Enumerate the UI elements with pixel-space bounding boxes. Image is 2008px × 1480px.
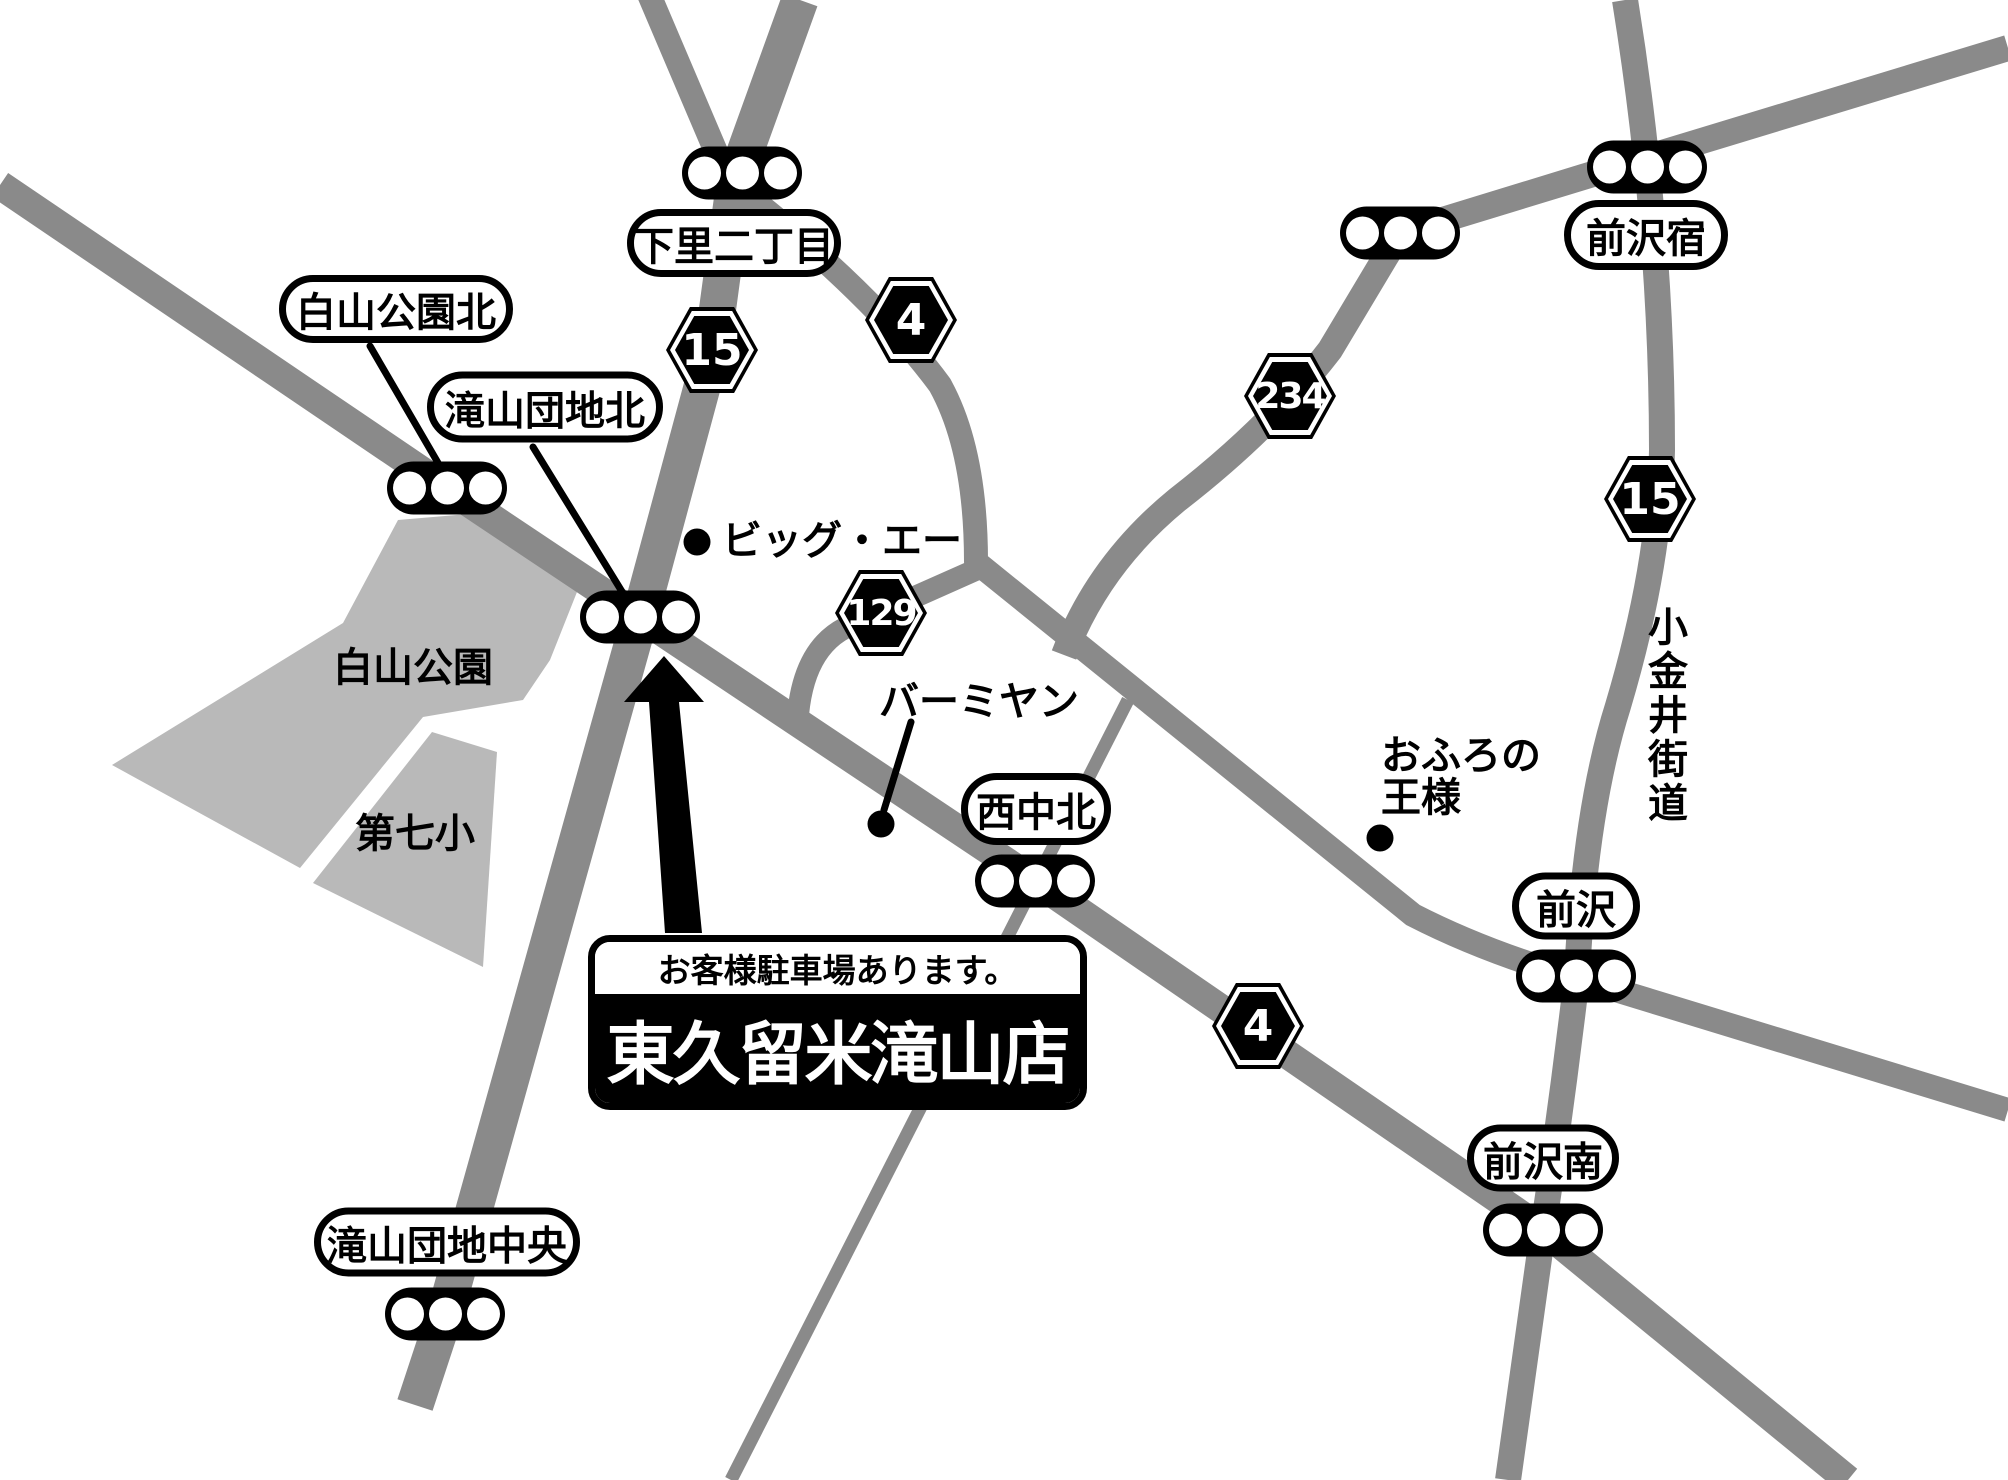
signal-lamp	[1421, 216, 1455, 250]
signal-lamp	[661, 600, 695, 634]
traffic-signal-icon	[387, 461, 507, 515]
area-label: 第七小	[355, 811, 475, 857]
signal-lamp	[763, 156, 797, 190]
signal-lamp	[1018, 864, 1052, 898]
signal-lamp	[1564, 1213, 1598, 1247]
signal-lamp	[1630, 150, 1664, 184]
traffic-signal-icon	[1516, 949, 1636, 1003]
signal-lamp	[392, 471, 426, 505]
traffic-signal-icon	[682, 146, 802, 200]
road-main-diagonal	[0, 172, 1858, 1480]
poi-dot-icon	[867, 810, 895, 838]
leader-line-takiyama-danchi-kita	[529, 443, 633, 607]
signal-lamp	[1488, 1213, 1522, 1247]
intersection-label: 下里二丁目	[627, 209, 841, 277]
signal-lamp	[1559, 959, 1593, 993]
signal-lamp	[1056, 864, 1090, 898]
signal-lamp	[980, 864, 1014, 898]
signal-lamp	[1521, 959, 1555, 993]
signal-lamp	[1668, 150, 1702, 184]
poi-label: バーミヤン	[879, 679, 1079, 725]
signal-lamp	[585, 600, 619, 634]
park-hakusan-koen	[112, 513, 577, 868]
poi-label: ビッグ・エー	[722, 518, 962, 564]
traffic-signal-icon	[975, 854, 1095, 908]
store-sign: お客様駐車場あります。 東久留米滝山店	[588, 935, 1087, 1110]
route-number-badge: 15	[1604, 456, 1696, 542]
road-route234	[1051, 35, 2008, 660]
leader-line-bamiyan	[880, 718, 915, 814]
poi-dot-icon	[683, 528, 711, 556]
route-number: 15	[1619, 473, 1681, 525]
intersection-label: 前沢	[1512, 872, 1640, 940]
intersection-label: 滝山団地北	[427, 371, 663, 443]
traffic-signal-icon	[1483, 1203, 1603, 1257]
route-number-badge: 234	[1244, 353, 1336, 439]
traffic-signal-icon	[1340, 206, 1460, 260]
route-number-badge: 129	[835, 570, 927, 656]
traffic-signal-icon	[580, 590, 700, 644]
park-dainana-elementary	[313, 732, 497, 967]
signal-lamp	[1597, 959, 1631, 993]
route-number: 15	[681, 324, 743, 376]
route-number: 234	[1255, 375, 1326, 417]
poi-dot-icon	[1366, 824, 1394, 852]
area-label: 白山公園	[333, 645, 493, 691]
road-name-koganei-kaido: 小金井街道	[1641, 606, 1687, 826]
route-number-badge: 4	[865, 277, 957, 363]
signal-lamp	[430, 471, 464, 505]
intersection-label: 西中北	[961, 773, 1111, 845]
signal-lamp	[390, 1297, 424, 1331]
route-number: 4	[1242, 1000, 1274, 1052]
signal-lamp	[1526, 1213, 1560, 1247]
signal-lamp	[1592, 150, 1626, 184]
signal-lamp	[1383, 216, 1417, 250]
route-number: 129	[846, 592, 917, 634]
route-number-badge: 15	[666, 307, 758, 393]
signal-lamp	[623, 600, 657, 634]
store-arrow-icon	[624, 656, 704, 933]
intersection-label: 白山公園北	[279, 275, 513, 343]
traffic-signal-icon	[385, 1287, 505, 1341]
signal-lamp	[466, 1297, 500, 1331]
leader-line-hakusan-koen-kita	[366, 342, 445, 472]
signal-lamp	[428, 1297, 462, 1331]
signal-lamp	[1345, 216, 1379, 250]
poi-label: おふろの 王様	[1381, 733, 1541, 821]
signal-lamp	[468, 471, 502, 505]
signal-lamp	[725, 156, 759, 190]
store-name: 東久留米滝山店	[595, 994, 1080, 1103]
route-number-badge: 4	[1212, 983, 1304, 1069]
intersection-label: 前沢南	[1467, 1124, 1619, 1192]
route-number: 4	[895, 294, 927, 346]
traffic-signal-icon	[1587, 140, 1707, 194]
intersection-label: 滝山団地中央	[314, 1207, 580, 1277]
intersection-label: 前沢宿	[1564, 200, 1728, 270]
store-parking-note: お客様駐車場あります。	[595, 942, 1080, 994]
signal-lamp	[687, 156, 721, 190]
